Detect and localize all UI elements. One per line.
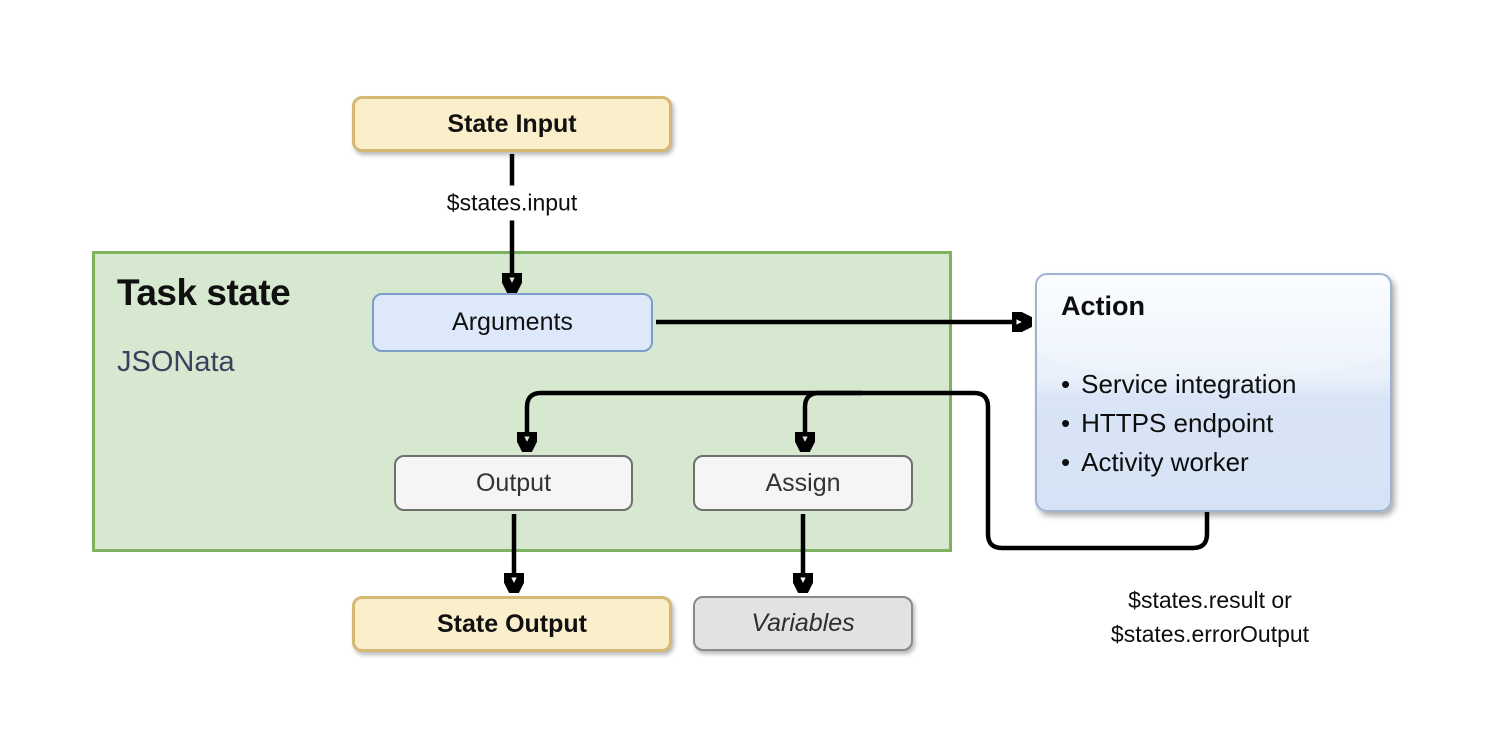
state-output-label: State Output xyxy=(437,609,587,638)
edge-label-states-result-line2: $states.errorOutput xyxy=(1110,621,1310,647)
edge-label-states-result-line1: $states.result or xyxy=(1128,587,1292,613)
task-state-title: Task state xyxy=(117,272,291,313)
arguments-label: Arguments xyxy=(452,308,573,336)
state-output-node: State Output xyxy=(352,596,672,652)
action-content: Action Service integration HTTPS endpoin… xyxy=(1037,275,1390,482)
arguments-node: Arguments xyxy=(372,293,653,352)
output-label: Output xyxy=(475,468,552,497)
action-bullet-list: Service integration HTTPS endpoint Activ… xyxy=(1061,365,1374,482)
assign-label: Assign xyxy=(765,468,841,497)
action-bullet-item: Service integration xyxy=(1061,365,1374,404)
state-input-label: State Input xyxy=(447,109,577,138)
variables-label: Variables xyxy=(751,609,855,637)
state-input-node: State Input xyxy=(352,96,672,152)
action-bullet-item: HTTPS endpoint xyxy=(1061,404,1374,443)
edge-label-states-result: $states.result or $states.errorOutput xyxy=(1111,583,1309,651)
variables-node: Variables xyxy=(693,596,913,651)
action-bullet-item: Activity worker xyxy=(1061,443,1374,482)
edge-label-states-input: $states.input xyxy=(438,185,586,221)
task-state-subtitle: JSONata xyxy=(117,346,235,378)
assign-node: Assign xyxy=(693,455,913,511)
action-node: Action Service integration HTTPS endpoin… xyxy=(1035,273,1392,512)
output-node: Output xyxy=(394,455,633,511)
action-title: Action xyxy=(1061,291,1145,321)
